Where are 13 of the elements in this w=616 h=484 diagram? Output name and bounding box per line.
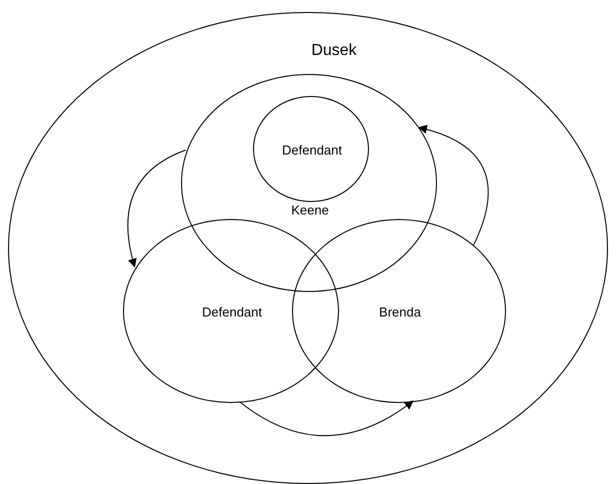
set-circle xyxy=(123,219,339,403)
set-label: Defendant xyxy=(202,304,262,320)
curved-arrow xyxy=(418,125,489,246)
set-circle xyxy=(292,219,506,403)
outer-ellipse xyxy=(8,12,608,484)
set-circle xyxy=(181,74,437,292)
set-circle xyxy=(253,96,369,202)
set-label: Dusek xyxy=(311,42,357,60)
curved-arrow xyxy=(238,400,414,436)
set-label: Defendant xyxy=(282,142,342,158)
set-label: Brenda xyxy=(379,304,421,320)
set-label: Keene xyxy=(291,202,329,218)
curved-arrow xyxy=(127,150,186,268)
